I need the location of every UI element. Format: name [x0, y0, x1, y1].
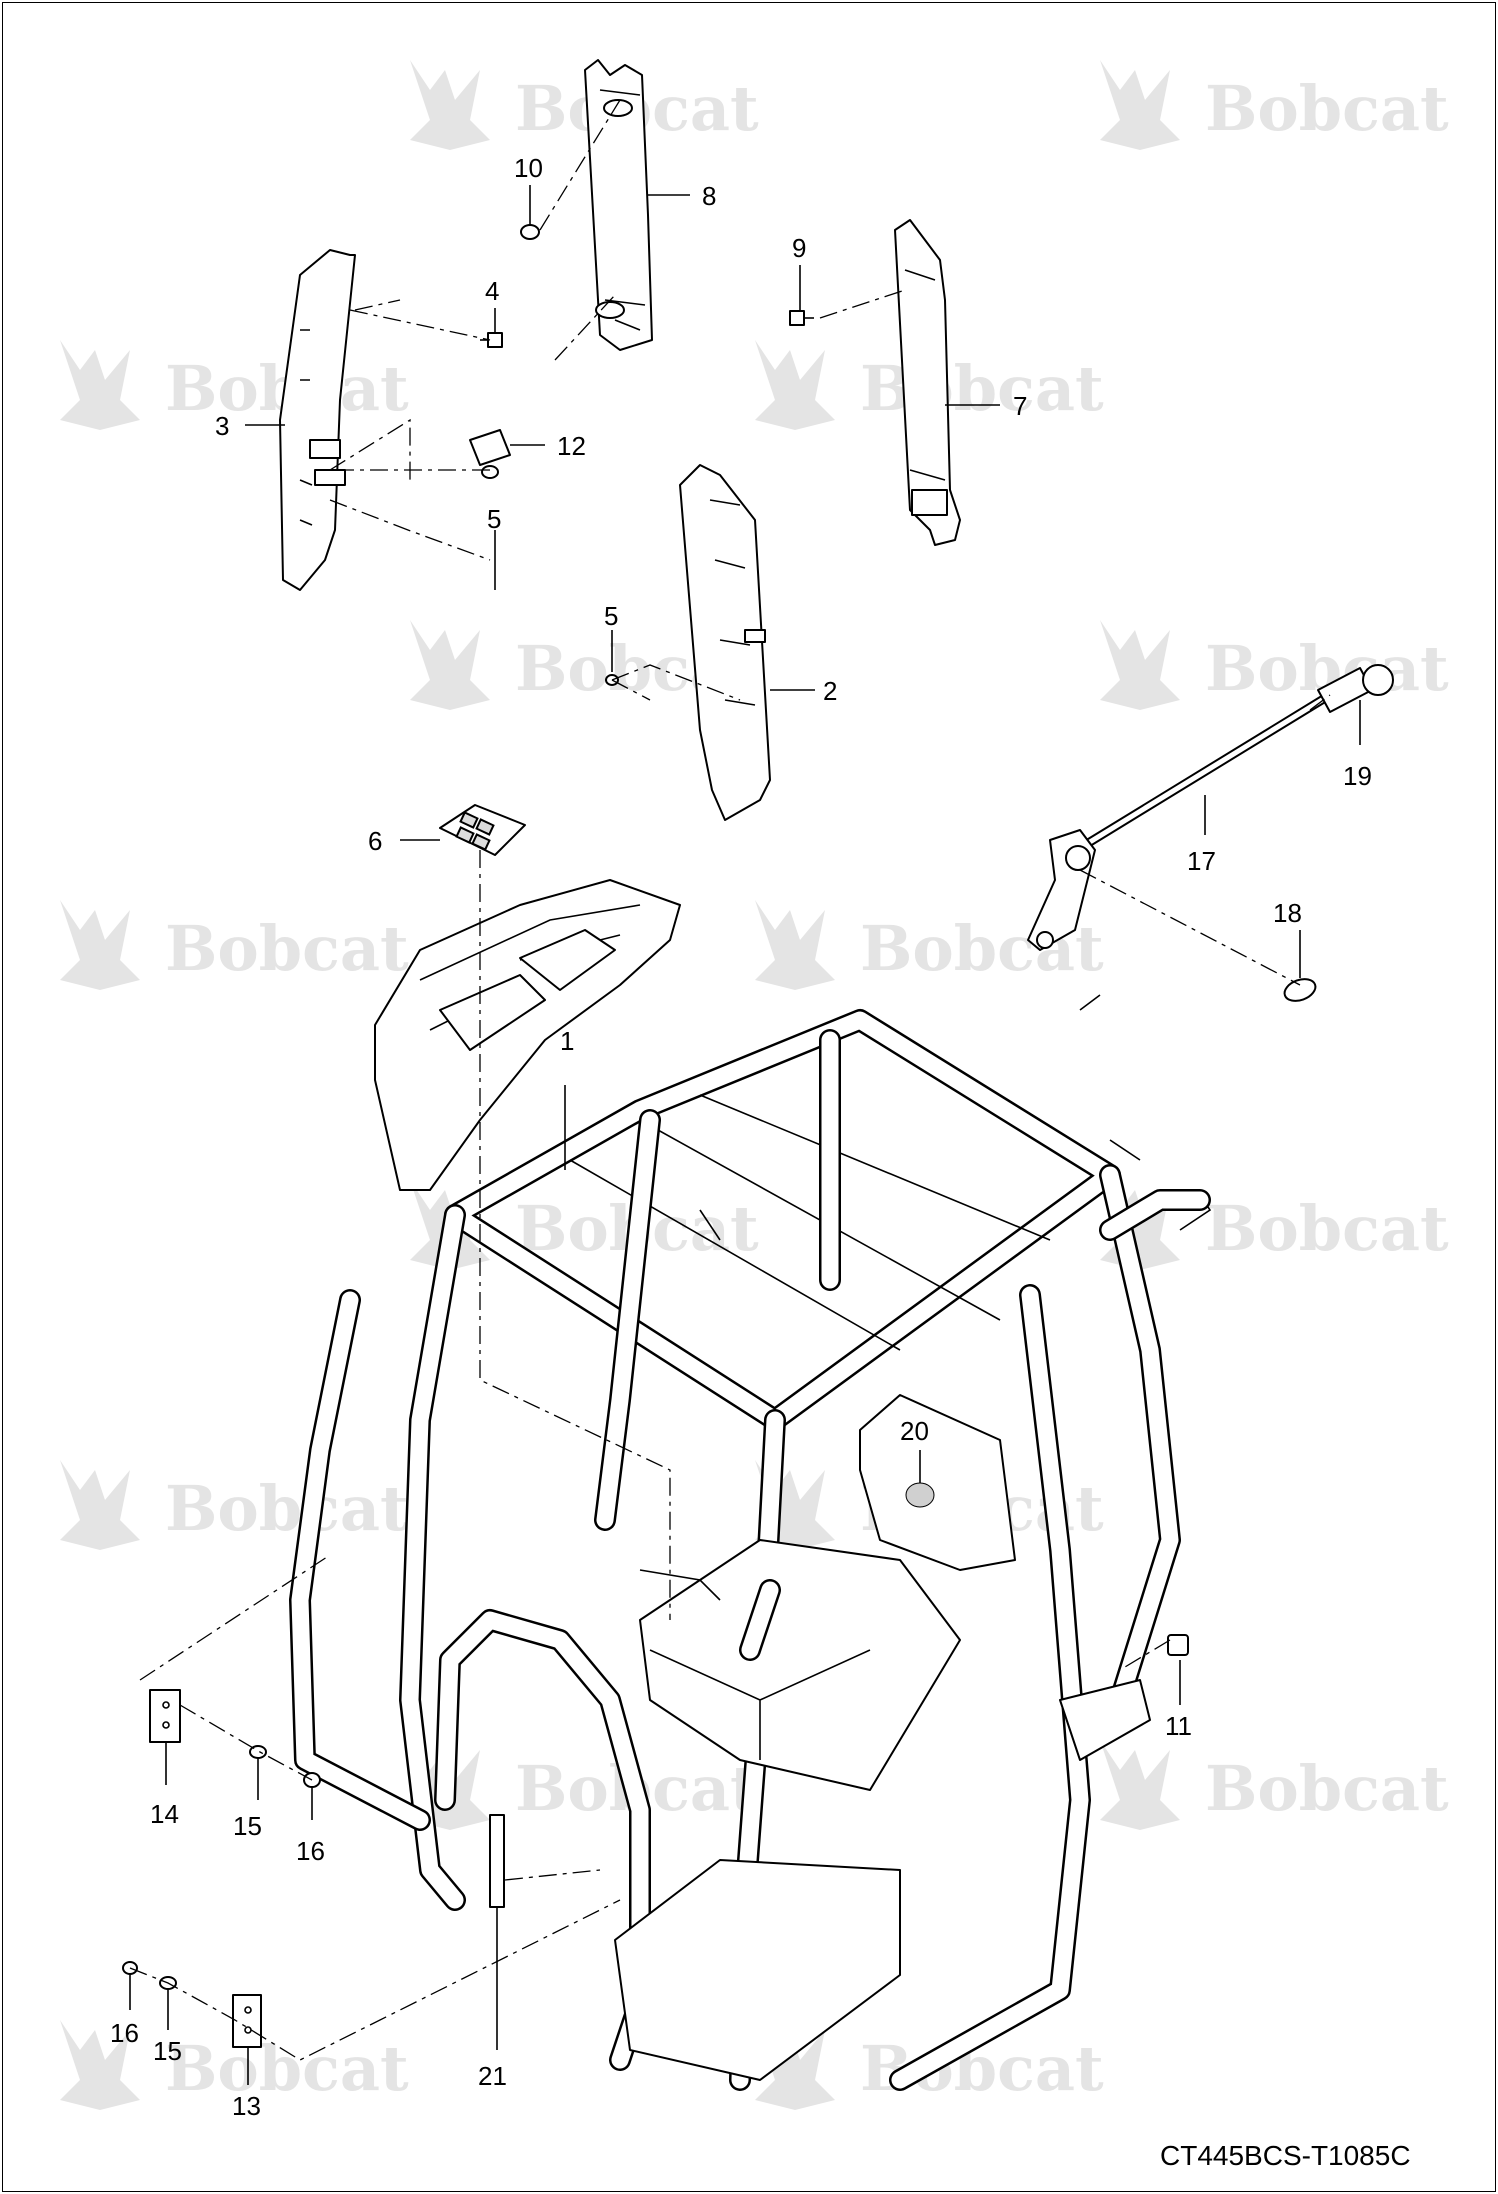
callout-13: 13: [232, 2091, 261, 2121]
bobcat-logo-icon: [410, 60, 490, 150]
watermark-text: Bobcat: [1205, 72, 1449, 145]
assembly-lines: [129, 99, 1331, 2061]
watermark-text: Bobcat: [1205, 1752, 1449, 1825]
part-12-cover: [469, 429, 511, 466]
callout-14: 14: [150, 1799, 179, 1829]
part-13-bracket: [232, 1994, 262, 2048]
watermark: Bobcat: [755, 900, 1104, 990]
callout-labels: 1 2 3 4 5 5 6 7 8 9 10 11 12 13 14 15 15…: [110, 153, 1372, 2121]
watermark-text: Bobcat: [860, 352, 1104, 425]
callout-3: 3: [215, 411, 229, 441]
callout-17: 17: [1187, 846, 1216, 876]
callout-9: 9: [792, 233, 806, 263]
watermark: Bobcat: [1100, 1740, 1449, 1830]
bobcat-logo-icon: [755, 340, 835, 430]
watermark-text: Bobcat: [1205, 1192, 1449, 1265]
part-4-bolt: [480, 332, 503, 348]
watermark: Bobcat: [1100, 620, 1449, 710]
callout-8: 8: [702, 181, 716, 211]
bobcat-logo-icon: [60, 1460, 140, 1550]
bobcat-logo-icon: [1100, 1740, 1180, 1830]
part-5-rivet-left: [481, 465, 499, 479]
callout-15b: 15: [153, 2036, 182, 2066]
bobcat-logo-icon: [755, 900, 835, 990]
part-17-lever: [1027, 690, 1335, 951]
callout-20: 20: [900, 1416, 929, 1446]
watermark-text: Bobcat: [165, 912, 409, 985]
part-9-bolt: [789, 310, 814, 326]
bobcat-logo-icon: [60, 900, 140, 990]
watermark: Bobcat: [755, 340, 1104, 430]
callout-2: 2: [823, 676, 837, 706]
watermark: Bobcat: [1100, 60, 1449, 150]
callout-19: 19: [1343, 761, 1372, 791]
callout-11: 11: [1165, 1711, 1192, 1741]
watermark-text: Bobcat: [165, 2032, 409, 2105]
part-18-clip: [1283, 978, 1317, 1002]
bobcat-logo-icon: [1100, 60, 1180, 150]
part-3-trim: [279, 249, 356, 591]
watermark: Bobcat: [60, 1460, 409, 1550]
callout-18: 18: [1273, 898, 1302, 928]
leader-lines: [129, 185, 1361, 2085]
callout-21: 21: [478, 2061, 507, 2091]
callout-5b: 5: [604, 601, 618, 631]
part-20-decal: [905, 1482, 935, 1508]
part-14-bracket: [149, 1689, 181, 1743]
part-21-seal: [489, 1814, 505, 1908]
dash-panel: [374, 879, 681, 1191]
watermark: Bobcat: [60, 900, 409, 990]
part-10-plug: [520, 224, 540, 240]
bobcat-logo-icon: [755, 2020, 835, 2110]
part-1-cab-frame: [289, 994, 1212, 2091]
callout-16b: 16: [110, 2018, 139, 2048]
callout-15a: 15: [233, 1811, 262, 1841]
part-2-trim: [679, 464, 771, 821]
watermark: Bobcat: [410, 1740, 759, 1830]
callout-7: 7: [1013, 391, 1027, 421]
callout-5a: 5: [487, 504, 501, 534]
watermark: Bobcat: [60, 340, 409, 430]
part-7-trim: [894, 219, 961, 546]
bobcat-logo-icon: [60, 2020, 140, 2110]
drawing-id: CT445BCS-T1085C: [1160, 2140, 1411, 2171]
watermark: Bobcat: [60, 2020, 409, 2110]
part-6-switch-panel: [439, 804, 526, 856]
callout-12: 12: [557, 431, 586, 461]
watermark-text: Bobcat: [165, 1472, 409, 1545]
callout-10: 10: [514, 153, 543, 183]
callout-4: 4: [485, 276, 499, 306]
callout-1: 1: [560, 1026, 574, 1056]
callout-16a: 16: [296, 1836, 325, 1866]
bobcat-logo-icon: [410, 620, 490, 710]
bobcat-logo-icon: [60, 340, 140, 430]
bobcat-logo-icon: [1100, 620, 1180, 710]
part-11-clip: [1167, 1634, 1189, 1656]
callout-6: 6: [368, 826, 382, 856]
part-8-trim: [584, 59, 653, 351]
part-19-knob: [1317, 664, 1394, 713]
